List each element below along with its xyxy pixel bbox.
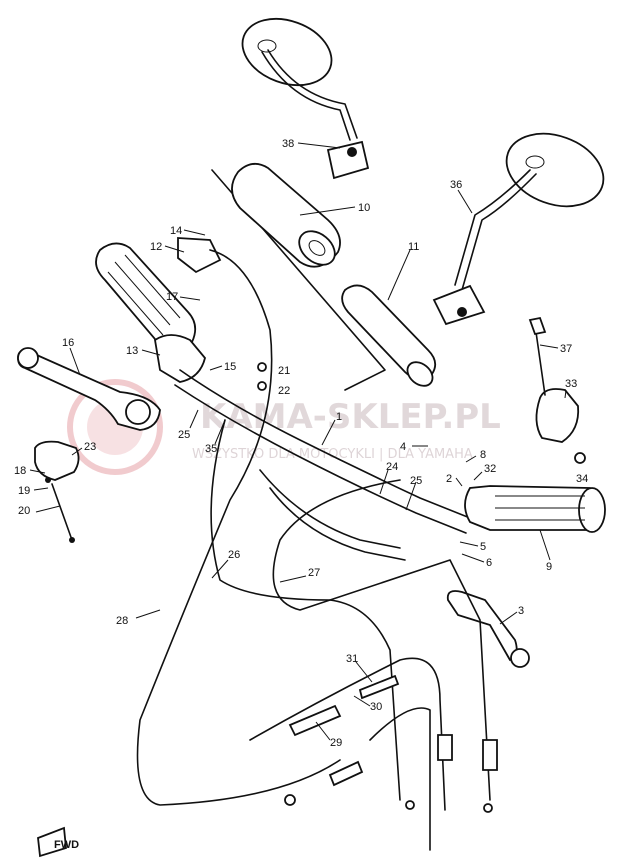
callout-30: 30 [370, 701, 382, 713]
callouts: 38 10 36 11 14 12 17 16 13 15 21 22 37 3… [14, 138, 588, 749]
callout-20: 20 [18, 505, 30, 517]
handlebar [174, 369, 471, 561]
callout-24: 24 [386, 461, 398, 473]
callout-28: 28 [116, 615, 128, 627]
callout-32: 32 [484, 463, 496, 475]
callout-31: 31 [346, 653, 358, 665]
watermark-tagline: WSZYSTKO DLA MOTOCYKLI | DLA YAMAHA [192, 447, 473, 462]
fwd-label: FWD [54, 839, 79, 851]
callout-6: 6 [486, 557, 492, 569]
callout-29: 29 [330, 737, 342, 749]
right-grip [464, 485, 606, 533]
left-switch [34, 440, 80, 543]
callout-18: 18 [14, 465, 26, 477]
callout-9: 9 [546, 561, 552, 573]
callout-17: 17 [166, 291, 178, 303]
callout-37: 37 [560, 343, 572, 355]
callout-26: 26 [228, 549, 240, 561]
callout-4: 4 [400, 441, 406, 453]
callout-27: 27 [308, 567, 320, 579]
callout-5: 5 [480, 541, 486, 553]
callout-19: 19 [18, 485, 30, 497]
fwd-arrow: FWD [37, 826, 79, 858]
callout-38: 38 [282, 138, 294, 150]
callout-8: 8 [480, 449, 486, 461]
callout-36: 36 [450, 179, 462, 191]
clutch-lever [17, 347, 161, 431]
callout-21: 21 [278, 365, 290, 377]
mirror-right [432, 132, 605, 326]
mirror-left [241, 17, 370, 180]
cables [136, 249, 498, 851]
callout-1: 1 [336, 411, 342, 423]
callout-10: 10 [358, 202, 370, 214]
callout-25-right: 25 [410, 475, 422, 487]
watermark-logo [67, 379, 163, 475]
right-switch [528, 316, 586, 464]
callout-22: 22 [278, 385, 290, 397]
callout-13: 13 [126, 345, 138, 357]
callout-16: 16 [62, 337, 74, 349]
grip-set [211, 162, 437, 391]
callout-11: 11 [408, 241, 419, 253]
watermark-brand: KAMA-SKLEP.PL [200, 397, 501, 437]
callout-33: 33 [565, 378, 577, 390]
left-grip [95, 237, 222, 383]
callout-3: 3 [518, 605, 524, 617]
callout-12: 12 [150, 241, 162, 253]
callout-34: 34 [576, 473, 588, 485]
callout-25-left: 25 [178, 429, 190, 441]
callout-23: 23 [84, 441, 96, 453]
callout-2: 2 [446, 473, 452, 485]
brake-lever [446, 590, 530, 668]
callout-35: 35 [205, 443, 217, 455]
callout-14: 14 [170, 225, 182, 237]
callout-15: 15 [224, 361, 236, 373]
